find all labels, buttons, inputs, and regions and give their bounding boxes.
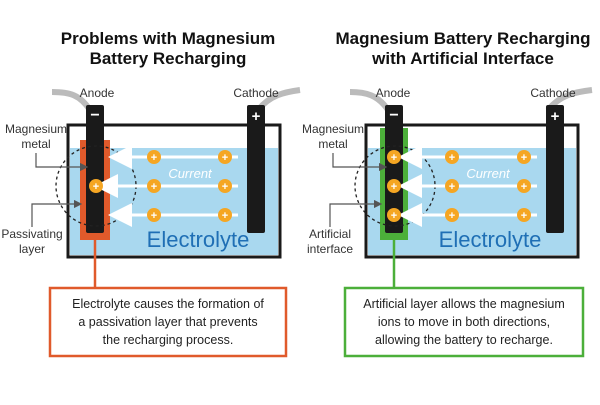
left-anode-electrode xyxy=(86,105,104,233)
right-cathode-electrode xyxy=(546,105,564,233)
right-current-label: Current xyxy=(466,166,511,181)
right-interface-label-2: interface xyxy=(307,242,353,256)
left-caption-box xyxy=(48,286,288,358)
ion-plus: + xyxy=(151,181,157,193)
ion xyxy=(445,208,459,222)
right-electrolyte-label: Electrolyte xyxy=(439,227,542,252)
ion-plus: + xyxy=(449,210,455,222)
ion-plus: + xyxy=(391,152,397,164)
left-layer-label-1: Passivating xyxy=(1,227,62,241)
right-caption-line-3: allowing the battery to recharge. xyxy=(375,333,553,347)
left-minus-symbol: − xyxy=(90,107,99,124)
ion-plus: + xyxy=(521,152,527,164)
left-caption-line-1: Electrolyte causes the formation of xyxy=(72,297,264,311)
ion-plus: + xyxy=(151,210,157,222)
left-electrolyte-label: Electrolyte xyxy=(147,227,250,252)
right-caption-line-2: ions to move in both directions, xyxy=(378,315,550,329)
right-metal-pointer xyxy=(332,153,388,172)
right-anode-label: Anode xyxy=(376,86,411,100)
left-panel: Problems with Magnesium Battery Rechargi… xyxy=(1,29,301,358)
right-anode-electrode xyxy=(385,105,403,233)
right-panel: Magnesium Battery Recharging with Artifi… xyxy=(302,29,593,358)
ion-plus: + xyxy=(391,181,397,193)
ion xyxy=(218,150,232,164)
left-cathode-label: Cathode xyxy=(233,86,279,100)
right-cathode-label: Cathode xyxy=(530,86,576,100)
ion-plus: + xyxy=(222,181,228,193)
right-interface-label-1: Artificial xyxy=(309,227,351,241)
ion-plus: + xyxy=(521,210,527,222)
left-layer-label-2: layer xyxy=(19,242,45,256)
left-metal-label-2: metal xyxy=(21,137,50,151)
ion-plus: + xyxy=(449,152,455,164)
right-caption-line-1: Artificial layer allows the magnesium xyxy=(363,297,564,311)
right-ions xyxy=(387,150,531,222)
ion xyxy=(387,179,401,193)
left-title-line-2: Battery Recharging xyxy=(90,49,247,68)
ion xyxy=(387,150,401,164)
ion-plus: + xyxy=(222,152,228,164)
right-metal-label-1: Magnesium xyxy=(302,122,364,136)
left-layer-pointer xyxy=(31,199,83,227)
ion xyxy=(147,208,161,222)
ion-plus: + xyxy=(391,210,397,222)
ion-plus: + xyxy=(151,152,157,164)
ion xyxy=(445,150,459,164)
left-cathode-electrode xyxy=(247,105,265,233)
ion xyxy=(147,179,161,193)
left-metal-pointer xyxy=(35,153,89,172)
right-caption-box xyxy=(343,286,585,358)
left-caption-line-3: the recharging process. xyxy=(103,333,234,347)
ion xyxy=(89,179,103,193)
ion xyxy=(517,150,531,164)
right-title-line-1: Magnesium Battery Recharging xyxy=(335,29,590,48)
right-metal-label-2: metal xyxy=(318,137,347,151)
left-title-line-1: Problems with Magnesium xyxy=(61,29,275,48)
right-title-line-2: with Artificial Interface xyxy=(371,49,554,68)
left-plus-symbol: + xyxy=(252,108,261,125)
ion-plus: + xyxy=(93,181,99,193)
ion-plus: + xyxy=(222,210,228,222)
ion-plus: + xyxy=(521,181,527,193)
ion xyxy=(517,179,531,193)
ion xyxy=(147,150,161,164)
ion xyxy=(387,208,401,222)
left-ions xyxy=(89,150,232,222)
left-caption-line-2: a passivation layer that prevents xyxy=(78,315,257,329)
right-interface-pointer xyxy=(329,199,383,227)
ion xyxy=(517,208,531,222)
right-plus-symbol: + xyxy=(551,108,560,125)
ion xyxy=(445,179,459,193)
left-metal-label-1: Magnesium xyxy=(5,122,67,136)
left-anode-label: Anode xyxy=(80,86,115,100)
ion-plus: + xyxy=(449,181,455,193)
left-current-label: Current xyxy=(168,166,213,181)
ion xyxy=(218,208,232,222)
right-minus-symbol: − xyxy=(389,107,398,124)
ion xyxy=(218,179,232,193)
